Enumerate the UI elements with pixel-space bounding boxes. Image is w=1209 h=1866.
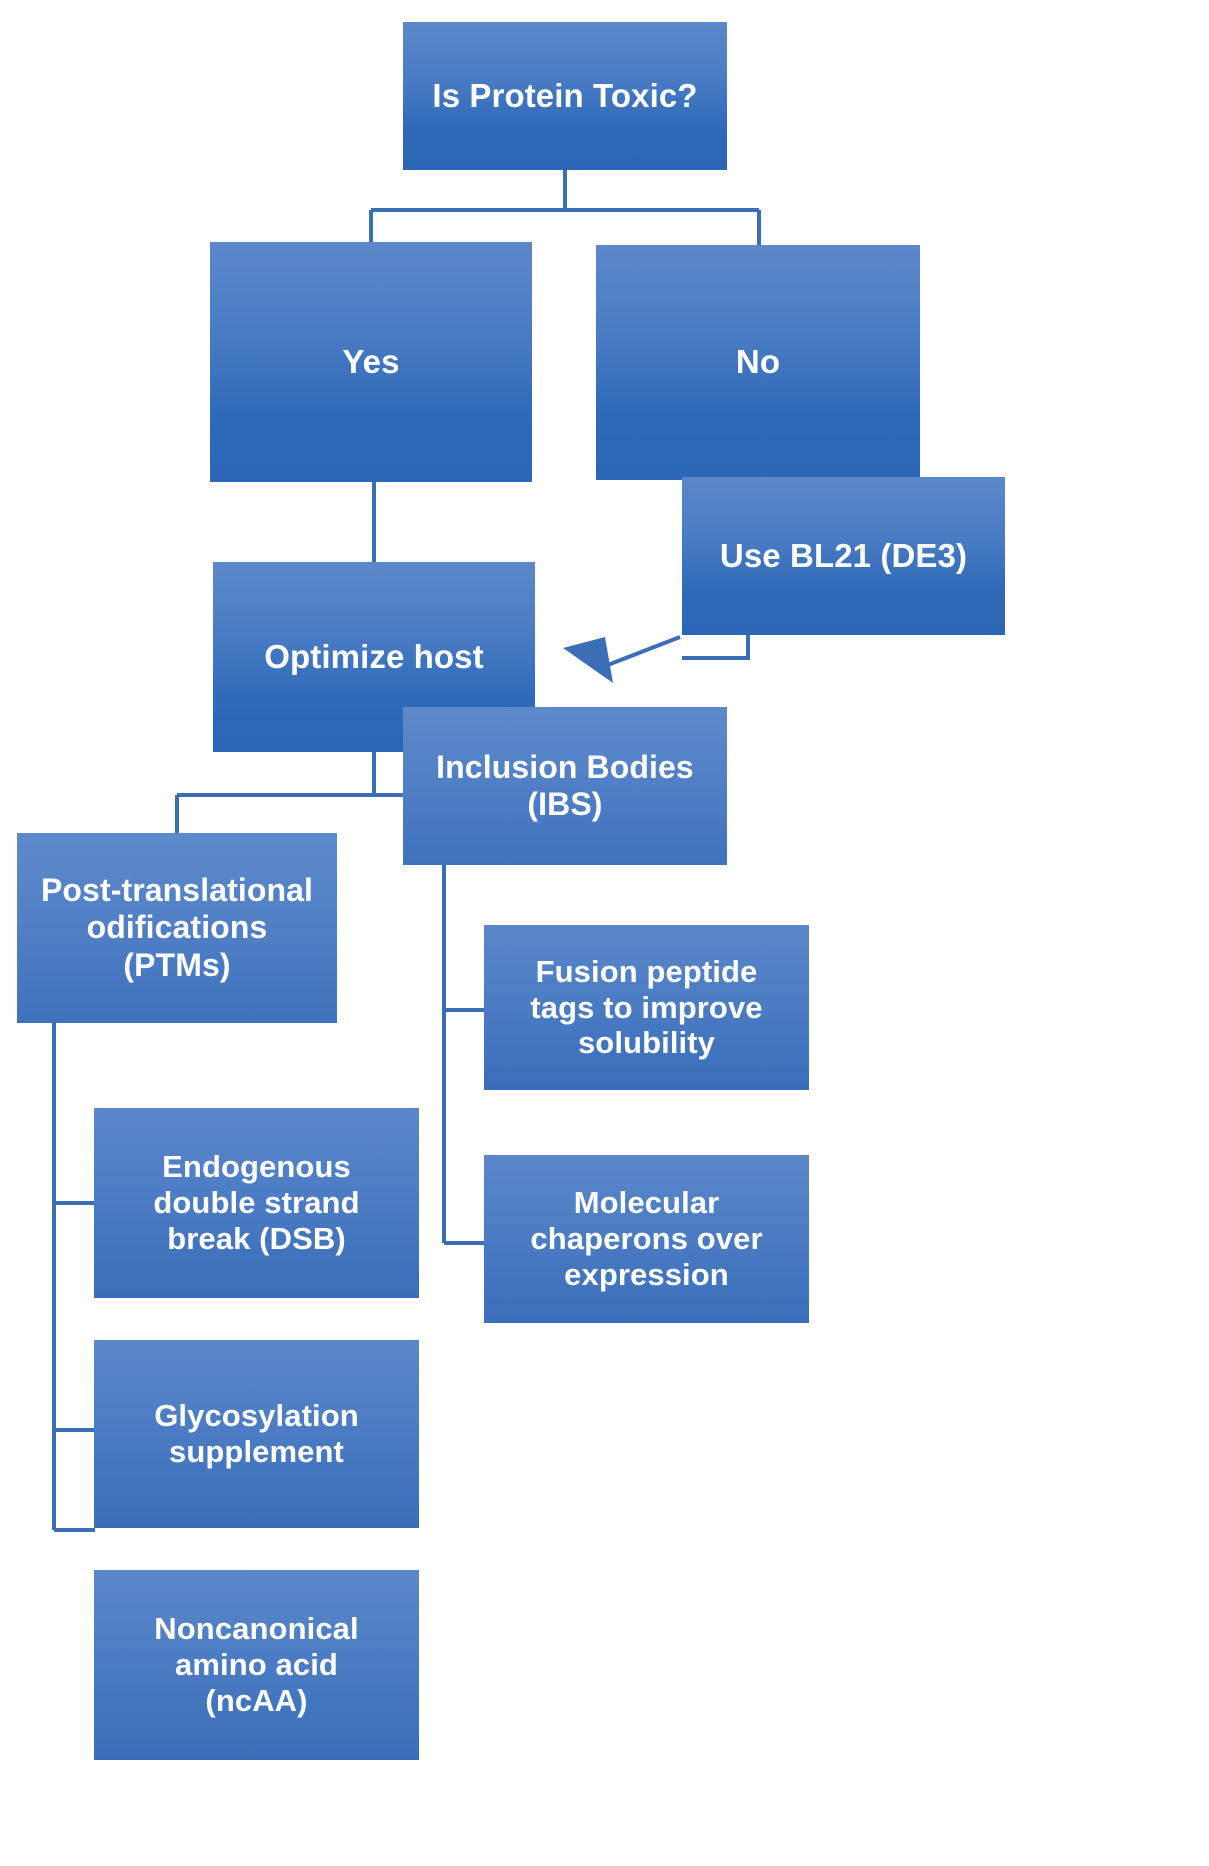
node-use-bl21-de3[interactable]: Use BL21 (DE3) [682, 477, 1005, 635]
node-label: Yes [342, 342, 400, 380]
node-post-translational-modifications[interactable]: Post-translational odifications (PTMs) [17, 833, 337, 1023]
node-endogenous-double-strand-break[interactable]: Endogenous double strand break (DSB) [94, 1108, 419, 1298]
node-label: Post-translational odifications (PTMs) [40, 872, 314, 983]
node-molecular-chaperons[interactable]: Molecular chaperons over expression [484, 1155, 809, 1323]
arrow-bl21-to-branch [563, 635, 681, 683]
node-label: Is Protein Toxic? [432, 76, 698, 114]
node-noncanonical-amino-acid[interactable]: Noncanonical amino acid (ncAA) [94, 1570, 419, 1760]
node-label: Glycosylation supplement [154, 1398, 359, 1469]
node-is-protein-toxic[interactable]: Is Protein Toxic? [403, 22, 727, 170]
node-label: Inclusion Bodies (IBS) [436, 748, 694, 822]
node-label: Fusion peptide tags to improve solubilit… [530, 953, 763, 1061]
node-label: Endogenous double strand break (DSB) [153, 1149, 360, 1256]
node-no[interactable]: No [596, 245, 920, 480]
node-fusion-peptide-tags[interactable]: Fusion peptide tags to improve solubilit… [484, 925, 809, 1090]
node-yes[interactable]: Yes [210, 242, 532, 482]
node-label: No [735, 343, 781, 381]
node-label: Use BL21 (DE3) [719, 536, 968, 574]
node-inclusion-bodies[interactable]: Inclusion Bodies (IBS) [403, 707, 727, 865]
node-label: Noncanonical amino acid (ncAA) [154, 1611, 359, 1718]
node-optimize-host[interactable]: Optimize host [213, 562, 535, 752]
node-label: Molecular chaperons over expression [530, 1185, 763, 1292]
node-glycosylation-supplement[interactable]: Glycosylation supplement [94, 1340, 419, 1528]
node-label: Optimize host [264, 637, 484, 675]
